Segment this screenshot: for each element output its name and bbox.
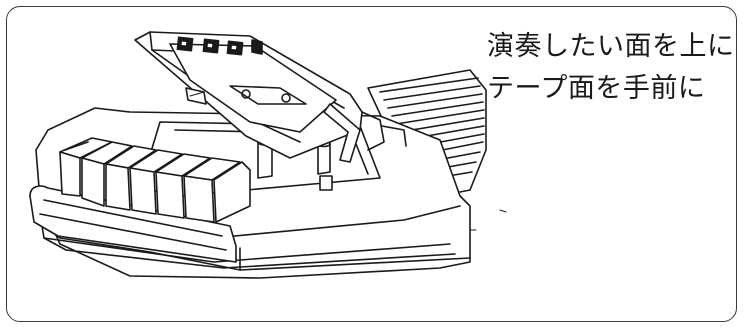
illustration-detail-marks <box>189 91 507 231</box>
instruction-line-1: 演奏したい面を上に <box>487 31 735 62</box>
instruction-line-2: テープ面を手前に <box>487 73 706 104</box>
instruction-caption: 演奏したい面を上に テープ面を手前に <box>487 26 737 110</box>
cassette-lid <box>134 31 407 163</box>
transport-buttons <box>59 137 251 223</box>
player-body <box>29 107 471 279</box>
